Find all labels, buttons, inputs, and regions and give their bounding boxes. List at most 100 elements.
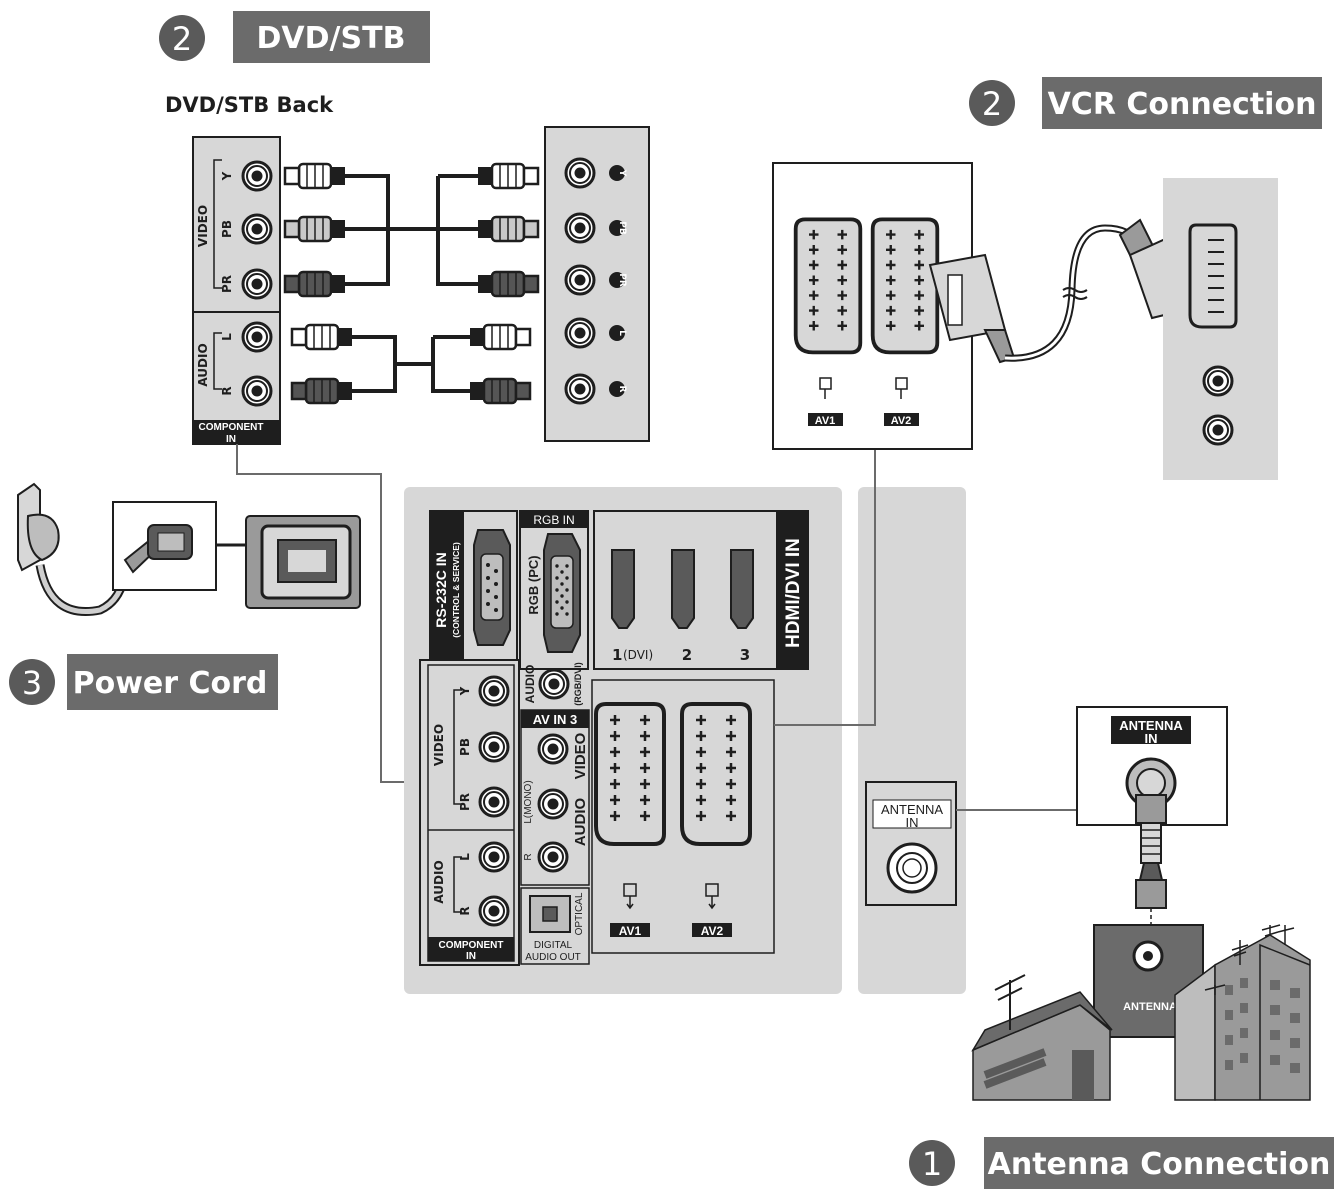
tv-scart-av2[interactable]: [680, 702, 752, 846]
hdmi-port-2-number: 2: [682, 646, 692, 664]
rs232c-port[interactable]: RS-232C IN (CONTROL & SERVICE): [429, 510, 518, 670]
dvd-section-title: DVD/STB: [257, 21, 406, 56]
tv-component-in-1: COMPONENT: [439, 940, 504, 951]
vcr-rca-jack-1[interactable]: [1202, 365, 1234, 397]
vcr-header: 2 VCR Connection: [969, 77, 1322, 129]
vcr-tv-scart-box: AV1 AV2: [772, 162, 973, 450]
tv-jack-l[interactable]: [478, 841, 510, 873]
tv-component-audio-label: AUDIO: [432, 860, 446, 903]
rca-plugs-left: [283, 162, 354, 405]
scart-to-vcr-leader-line: [774, 449, 876, 726]
tv-jack-label-l: L: [458, 853, 472, 861]
component-cable-bundle: [345, 174, 478, 393]
av-in3-label: AV IN 3: [533, 712, 578, 727]
tv-scart-av1-label: AV1: [619, 924, 642, 938]
vcr-box-scart-av1[interactable]: [793, 217, 863, 355]
audio-rgb-label: AUDIO: [523, 665, 537, 704]
rgb-in-port[interactable]: RGB IN RGB (PC): [519, 510, 589, 670]
vcr-box-scart-av2[interactable]: [870, 217, 940, 355]
dvd-jack-label-y: Y: [220, 171, 234, 181]
antenna-header: 1 Antenna Connection: [909, 1137, 1334, 1189]
vcr-section-number: 2: [982, 85, 1002, 123]
dvd-jack-label-r: R: [220, 386, 234, 395]
tv-jack-label-pr: PR: [458, 793, 472, 811]
tv-antenna-in-label-1: ANTENNA: [881, 802, 943, 817]
vcr-rca-jack-2[interactable]: [1202, 414, 1234, 446]
power-section-number: 3: [22, 664, 42, 702]
optical-label: OPTICAL: [574, 892, 585, 935]
hdmi-port-3[interactable]: [730, 549, 754, 629]
audio-rgb-sublabel: (RGB/DVI): [573, 662, 583, 706]
audio-rgb-dvi-jack[interactable]: [538, 668, 570, 700]
tv-antenna-in-port[interactable]: ANTENNA IN: [865, 781, 957, 906]
av-in3-r-label: R: [523, 853, 534, 860]
power-section-title: Power Cord: [73, 666, 268, 701]
dvd-component-in-1: COMPONENT: [199, 422, 264, 433]
av-in3-section: AV IN 3 VIDEO AUDIO L(MONO) R: [520, 709, 590, 886]
hdmi-port-2[interactable]: [671, 549, 695, 629]
hdmi-port-3-number: 3: [740, 646, 750, 664]
antenna-section-title: Antenna Connection: [988, 1147, 1331, 1182]
digital-audio-out-1: DIGITAL: [534, 940, 573, 951]
dvd-jack-label-l: L: [220, 333, 234, 341]
source-jack-l: L: [617, 330, 627, 336]
tv-component-in-2: IN: [466, 951, 476, 962]
tv-jack-r[interactable]: [478, 895, 510, 927]
optical-out-section: OPTICAL DIGITAL AUDIO OUT: [520, 887, 590, 965]
optical-port[interactable]: [529, 895, 571, 933]
source-jack-pb: PB: [617, 221, 627, 235]
tv-scart-av2-label: AV2: [701, 924, 724, 938]
vcr-box-av2-label: AV2: [891, 415, 912, 427]
tv-jack-label-pb: PB: [458, 738, 472, 756]
dvd-header: 2 DVD/STB: [159, 11, 430, 63]
antenna-plug-label-2: IN: [1145, 731, 1158, 746]
rs232c-label: RS-232C IN: [433, 552, 449, 627]
av-in3-audio-l-jack[interactable]: [537, 788, 569, 820]
hdmi-port-1-sub: (DVI): [623, 648, 653, 662]
dvd-audio-label: AUDIO: [196, 343, 210, 386]
dvd-video-label: VIDEO: [196, 205, 210, 247]
tv-scart-av1[interactable]: [594, 702, 666, 846]
audio-rgb-dvi-jack-area: AUDIO (RGB/DVI): [523, 662, 583, 706]
source-jack-pr: PR: [617, 273, 627, 287]
dvd-back-panel: COMPONENT IN VIDEO AUDIO Y PB PR L R: [192, 136, 281, 445]
power-header: 3 Power Cord: [9, 654, 278, 710]
digital-audio-out-2: AUDIO OUT: [525, 952, 581, 963]
dvd-jack-l[interactable]: [241, 321, 273, 353]
dvd-jack-y[interactable]: [241, 160, 273, 192]
antenna-plug-label-1: ANTENNA: [1119, 718, 1183, 733]
source-device-panel: Y PB PR L R: [544, 126, 650, 442]
rgb-pc-label: RGB (PC): [526, 555, 541, 614]
buildings-illustration: [971, 924, 1311, 1101]
dvd-jack-label-pr: PR: [220, 275, 234, 293]
rca-plugs-right: [468, 162, 540, 405]
antenna-plug-closeup: ANTENNA IN: [1076, 706, 1228, 950]
tv-component-in-section: COMPONENT IN VIDEO AUDIO Y PB PR L R: [419, 659, 520, 966]
hdmi-port-1-number: 1: [612, 646, 622, 664]
vcr-rear-panel: [1163, 178, 1278, 480]
rgb-in-label: RGB IN: [533, 513, 574, 527]
av-in3-audio-r-jack[interactable]: [537, 841, 569, 873]
tv-antenna-in-label-2: IN: [906, 815, 919, 830]
dvd-back-caption: DVD/STB Back: [165, 93, 334, 117]
hdmi-port-1[interactable]: [611, 549, 635, 629]
tv-jack-y[interactable]: [478, 675, 510, 707]
tv-scart-section: AV1 AV2: [591, 679, 775, 954]
dvd-jack-r[interactable]: [241, 375, 273, 407]
rs232c-sublabel: (CONTROL & SERVICE): [451, 542, 461, 638]
av-in3-video-label: VIDEO: [572, 732, 589, 779]
tv-jack-pr[interactable]: [478, 786, 510, 818]
tv-jack-pb[interactable]: [478, 731, 510, 763]
tv-jack-label-y: Y: [458, 686, 472, 696]
vcr-section-title: VCR Connection: [1048, 87, 1317, 122]
dvd-component-in-2: IN: [226, 434, 236, 445]
tv-component-video-label: VIDEO: [432, 724, 446, 766]
dvd-jack-pb[interactable]: [241, 213, 273, 245]
vcr-box-av1-label: AV1: [815, 415, 836, 427]
av-in3-video-jack[interactable]: [537, 733, 569, 765]
source-jack-y: Y: [617, 169, 627, 177]
av-in3-audio-label: AUDIO: [572, 798, 589, 847]
antenna-section-number: 1: [922, 1145, 942, 1183]
dvd-jack-pr[interactable]: [241, 268, 273, 300]
